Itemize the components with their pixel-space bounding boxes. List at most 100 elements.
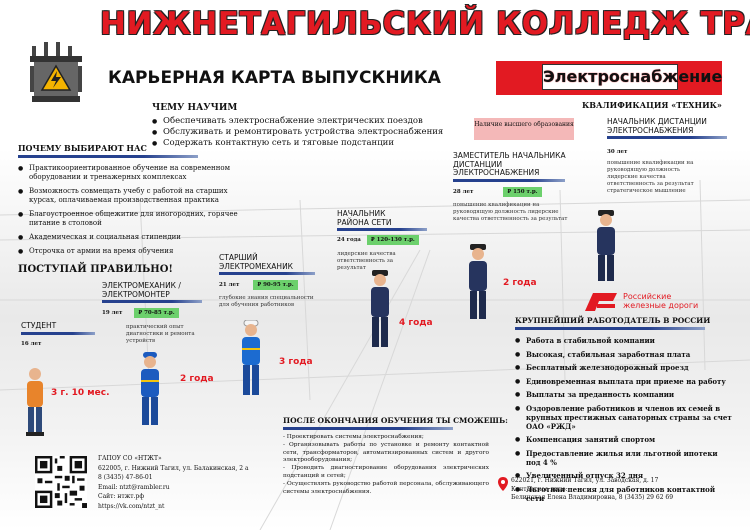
rzd-contact-label: Контактное лицо: bbox=[511, 485, 568, 493]
higher-education-note: Наличие высшего образования bbox=[474, 118, 574, 140]
employer-heading: КРУПНЕЙШИЙ РАБОТОДАТЕЛЬ В РОССИИ bbox=[515, 316, 711, 325]
step-underline bbox=[453, 178, 565, 182]
step-age: 19 лет bbox=[102, 310, 123, 316]
qualification-label: КВАЛИФИКАЦИЯ «ТЕХНИК» bbox=[582, 100, 722, 110]
district-head-figure bbox=[371, 270, 389, 347]
distance-head-figure bbox=[597, 210, 615, 281]
step-senior-electromechanic: СТАРШИЙ ЭЛЕКТРОМЕХАНИК 21 лет ₽ 90-95 т.… bbox=[219, 253, 319, 309]
employer-list: Работа в стабильной компании Высокая, ст… bbox=[515, 336, 733, 503]
enroll-slogan: ПОСТУПАЙ ПРАВИЛЬНО! bbox=[18, 264, 173, 275]
employer-underline bbox=[515, 327, 705, 330]
step-age: 30 лет bbox=[607, 149, 628, 155]
list-item: Оздоровление работников и членов их семе… bbox=[515, 404, 733, 431]
rzd-logo-text-1: Российские bbox=[623, 292, 672, 301]
step-description: повышение квалификации на руководящую до… bbox=[453, 201, 568, 222]
list-item: Академическая и социальная стипендии bbox=[18, 233, 240, 242]
salary-badge: ₽ 90-95 т.р. bbox=[253, 280, 298, 290]
salary-badge: ₽ 70-85 т.р. bbox=[134, 308, 179, 318]
deputy-head-figure bbox=[469, 244, 487, 319]
after-item: - Организовывать работы по установке и р… bbox=[283, 441, 489, 464]
step-underline bbox=[219, 272, 315, 275]
list-item: Отсрочка от армии на время обучения bbox=[18, 247, 240, 256]
step-title: НАЧАЛЬНИК РАЙОНА СЕТИ bbox=[337, 209, 392, 227]
contact-address: 622005, г. Нижний Тагил, ул. Балакинская… bbox=[98, 464, 249, 472]
salary-badge: ₽ 150 т.р. bbox=[503, 186, 542, 197]
step-district-head: НАЧАЛЬНИК РАЙОНА СЕТИ 24 года ₽ 120-130 … bbox=[337, 209, 437, 272]
contact-email[interactable]: Email: ntzt@rambler.ru bbox=[98, 483, 170, 491]
teach-section: ЧЕМУ НАУЧИМ Обеспечивать электроснабжени… bbox=[152, 103, 482, 149]
rzd-logo: Российские железные дороги bbox=[583, 290, 723, 314]
list-item: Благоустроенное общежитие для иногородни… bbox=[18, 210, 240, 228]
electromechanic-figure bbox=[141, 352, 159, 425]
after-item: - Осуществлять руководство работой персо… bbox=[283, 480, 489, 495]
teach-list: Обеспечивать электроснабжение электричес… bbox=[152, 116, 482, 149]
salary-badge: ₽ 120-130 т.р. bbox=[366, 235, 419, 245]
student-figure bbox=[26, 368, 44, 436]
rzd-contact: 622021, г. Нижний Тагил, ул. Заводская, … bbox=[511, 477, 673, 503]
list-item: Льготная пенсия для работников контактно… bbox=[515, 485, 733, 503]
rzd-logo-icon bbox=[585, 293, 617, 311]
step-description: повышение квалификации на руководящую до… bbox=[607, 160, 694, 194]
duration-label: 2 года bbox=[180, 374, 214, 384]
college-contacts: ГАПОУ СО «НТЖТ» 622005, г. Нижний Тагил,… bbox=[98, 454, 249, 511]
list-item: Возможность совмещать учебу с работой на… bbox=[18, 187, 240, 205]
step-title: НАЧАЛЬНИК ДИСТАНЦИИ ЭЛЕКТРОСНАБЖЕНИЯ bbox=[607, 117, 707, 135]
specialty-label: Электроснабжение bbox=[542, 64, 722, 90]
transformer-icon bbox=[30, 42, 82, 102]
step-deputy-head: ЗАМЕСТИТЕЛЬ НАЧАЛЬНИКА ДИСТАНЦИИ ЭЛЕКТРО… bbox=[453, 151, 583, 223]
list-item: Увеличенный отпуск 32 дня bbox=[515, 471, 733, 480]
senior-electromechanic-figure bbox=[242, 320, 260, 395]
contact-vk[interactable]: https://vk.com/ntzt_nt bbox=[98, 502, 165, 510]
list-item: Практикоориентированное обучение на совр… bbox=[18, 164, 240, 182]
list-item: Компенсация занятий спортом bbox=[515, 435, 733, 444]
step-electromechanic: ЭЛЕКТРОМЕХАНИК / ЭЛЕКТРОМОНТЕР 19 лет ₽ … bbox=[102, 281, 202, 345]
why-underline bbox=[18, 155, 198, 158]
step-title: ЗАМЕСТИТЕЛЬ НАЧАЛЬНИКА ДИСТАНЦИИ ЭЛЕКТРО… bbox=[453, 151, 566, 177]
after-item: - Проводить диагностирование оборудовани… bbox=[283, 465, 489, 479]
rzd-contact-person: Белинская Елена Владимировна, 8 (3435) 2… bbox=[511, 494, 674, 501]
why-section: ПОЧЕМУ ВЫБИРАЮТ НАС Практикоориентирован… bbox=[18, 143, 240, 261]
qr-code[interactable] bbox=[35, 456, 87, 508]
list-item: Предоставление жилья или льготной ипотек… bbox=[515, 449, 733, 467]
step-description: лидерские качества ответственность за ре… bbox=[337, 251, 396, 271]
employer-section: КРУПНЕЙШИЙ РАБОТОДАТЕЛЬ В РОССИИ Работа … bbox=[515, 316, 733, 507]
step-underline bbox=[337, 228, 427, 231]
list-item: Обеспечивать электроснабжение электричес… bbox=[152, 116, 482, 127]
list-item: Бесплатный железнодорожный проезд bbox=[515, 363, 733, 372]
contact-site[interactable]: Сайт: нтжт.рф bbox=[98, 493, 145, 500]
list-item: Обслуживать и ремонтировать устройства э… bbox=[152, 127, 482, 138]
after-section: ПОСЛЕ ОКОНЧАНИЯ ОБУЧЕНИЯ ТЫ СМОЖЕШЬ: - П… bbox=[283, 416, 508, 496]
after-item: - Проектировать системы электроснабжения… bbox=[283, 434, 424, 440]
step-student: СТУДЕНТ 16 лет bbox=[21, 321, 95, 347]
teach-heading: ЧЕМУ НАУЧИМ bbox=[152, 103, 238, 113]
duration-label: 4 года bbox=[399, 318, 433, 328]
step-description: глубокие знания специальности для обучен… bbox=[219, 295, 314, 308]
after-heading: ПОСЛЕ ОКОНЧАНИЯ ОБУЧЕНИЯ ТЫ СМОЖЕШЬ: bbox=[283, 416, 508, 425]
specialty-banner: Электроснабжение bbox=[496, 61, 722, 95]
why-list: Практикоориентированное обучение на совр… bbox=[18, 164, 240, 256]
step-age: 21 лет bbox=[219, 282, 240, 288]
list-item: Содержать контактную сеть и тяговые подс… bbox=[152, 138, 482, 149]
rzd-address: 622021, г. Нижний Тагил, ул. Заводская, … bbox=[511, 477, 659, 484]
duration-label: 3 г. 10 мес. bbox=[51, 388, 110, 398]
step-age: 16 лет bbox=[21, 340, 42, 347]
page-subtitle: КАРЬЕРНАЯ КАРТА ВЫПУСКНИКА bbox=[108, 68, 441, 88]
duration-label: 3 года bbox=[279, 357, 313, 367]
list-item: Выплаты за преданность компании bbox=[515, 390, 733, 399]
step-underline bbox=[102, 300, 202, 303]
duration-label: 2 года bbox=[503, 278, 537, 288]
location-pin-icon bbox=[498, 477, 508, 491]
contact-phone: 8 (3435) 47-86-01 bbox=[98, 474, 153, 481]
step-distance-head: НАЧАЛЬНИК ДИСТАНЦИИ ЭЛЕКТРОСНАБЖЕНИЯ 30 … bbox=[607, 117, 737, 195]
step-title: СТАРШИЙ ЭЛЕКТРОМЕХАНИК bbox=[219, 253, 294, 271]
list-item: Единовременная выплата при приеме на раб… bbox=[515, 377, 733, 386]
list-item: Работа в стабильной компании bbox=[515, 336, 733, 345]
step-age: 24 года bbox=[337, 237, 361, 243]
step-age: 28 лет bbox=[453, 188, 474, 195]
why-heading: ПОЧЕМУ ВЫБИРАЮТ НАС bbox=[18, 143, 147, 153]
step-title: ЭЛЕКТРОМЕХАНИК / ЭЛЕКТРОМОНТЕР bbox=[102, 281, 181, 299]
step-description: практический опыт диагностики и ремонта … bbox=[126, 324, 195, 344]
college-title: НИЖНЕТАГИЛЬСКИЙ КОЛЛЕДЖ ТРАНСПОРТА bbox=[100, 6, 750, 42]
step-underline bbox=[21, 331, 95, 335]
